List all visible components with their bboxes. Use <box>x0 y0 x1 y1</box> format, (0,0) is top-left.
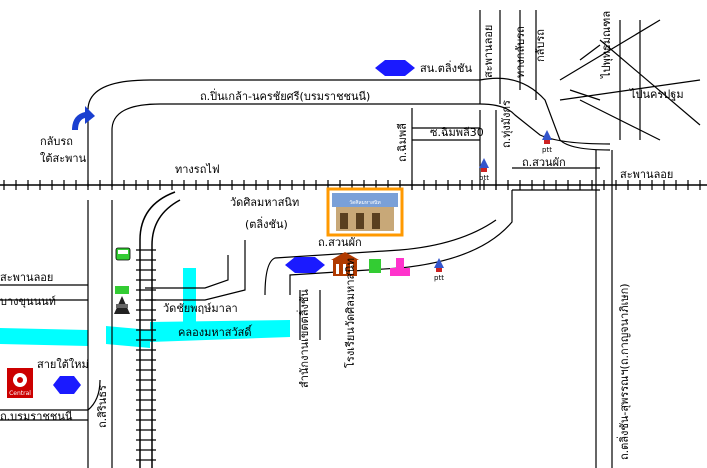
wat-chaiyaphruek-label: วัดชัยพฤษ์มาลา <box>163 302 238 315</box>
sai-tai-mai-label: สายใต้ใหม่ <box>37 358 89 371</box>
thung-mangkon-label: ถ.ทุ่งมังกร <box>500 100 513 148</box>
kanchanaphisek-road-label: ถ.ตลิ่งชัน-สุพรรณฯ(ถ.กาญจนาภิเษก) <box>616 283 631 460</box>
ptt-label: ptt <box>479 174 489 182</box>
u-turn-arrow-icon <box>72 106 95 130</box>
railway <box>0 184 707 468</box>
suan-phak-road-mid-label: ถ.สวนผัก <box>318 236 362 249</box>
ptt-label: ptt <box>542 146 552 154</box>
central-logo-text: Central <box>9 390 31 397</box>
suan-phak-road-right-label: ถ.สวนผัก <box>522 156 566 169</box>
sirindhorn-road-label: ถ.สิรินธร <box>96 385 109 428</box>
police-station-label: สน.ตลิ่งชัน <box>420 60 472 75</box>
temple-sign-text: วัดศิลมหาสนิท <box>349 199 380 206</box>
green-building-icon <box>369 259 381 273</box>
blue-hexagon-icon <box>375 60 415 76</box>
bridge-label-top: สะพานลอย <box>482 25 495 78</box>
roads <box>0 10 701 468</box>
temple-name-label: วัดศิลมหาสนิท <box>230 196 299 209</box>
under-bridge-label: ใต้สะพาน <box>40 152 87 165</box>
to-phutthamonthon-label: ไปพุทธมณฑล <box>600 11 613 79</box>
pinklao-road <box>87 77 611 187</box>
bridge-left-label: สะพานลอย <box>0 271 53 284</box>
railway-label: ทางรถไฟ <box>175 163 220 176</box>
u-turn-label: กลับรถ <box>40 135 73 148</box>
boromratchachonnani-label: ถ.บรมราชชนนี <box>0 410 73 423</box>
taling-chan-label: (ตลิ่งชัน) <box>245 216 288 231</box>
school-label: โรงเรียนวัดศิลมหาสนิท <box>343 258 357 368</box>
magenta-building-icon <box>390 258 410 276</box>
temple-photo: วัดศิลมหาสนิท <box>326 187 404 237</box>
temple-icon <box>331 252 359 276</box>
to-nakhon-pathom-label: ไปนครปฐม <box>629 88 684 101</box>
pinklao-road-label: ถ.ปิ่นเกล้า-นครชัยศรี(บรมราชชนนี) <box>200 88 370 103</box>
train-icon <box>114 286 130 314</box>
district-office-label: สำนักงานเขตตลิ่งชัน <box>296 289 311 388</box>
soi-chimphli-label: ซ.ฉิมพลี30 <box>430 126 484 139</box>
chimphli-road-label: ถ.ฉิมพลี <box>396 123 409 162</box>
ptt-gas-station-icon <box>479 158 489 172</box>
ptt-label: ptt <box>434 274 444 282</box>
bridge-right-label: สะพานลอย <box>620 168 673 181</box>
blue-hexagon-icon <box>285 257 325 273</box>
pinklao-road-inner <box>111 103 611 187</box>
ptt-gas-station-icon <box>542 130 552 144</box>
bus-icon <box>115 247 131 261</box>
bang-khun-non-label: บางขุนนนท์ <box>0 295 56 308</box>
u-turn-label-short: กลับรถ <box>534 29 547 62</box>
canal <box>0 268 290 348</box>
ptt-gas-station-icon <box>434 258 444 272</box>
blue-hexagon-icon <box>53 376 81 394</box>
khlong-maha-sawat-label: คลองมหาสวัสดิ์ <box>178 324 253 339</box>
u-turn-road-label: ทางกลับรถ <box>514 26 527 78</box>
central-mall-icon: Central <box>7 368 33 398</box>
